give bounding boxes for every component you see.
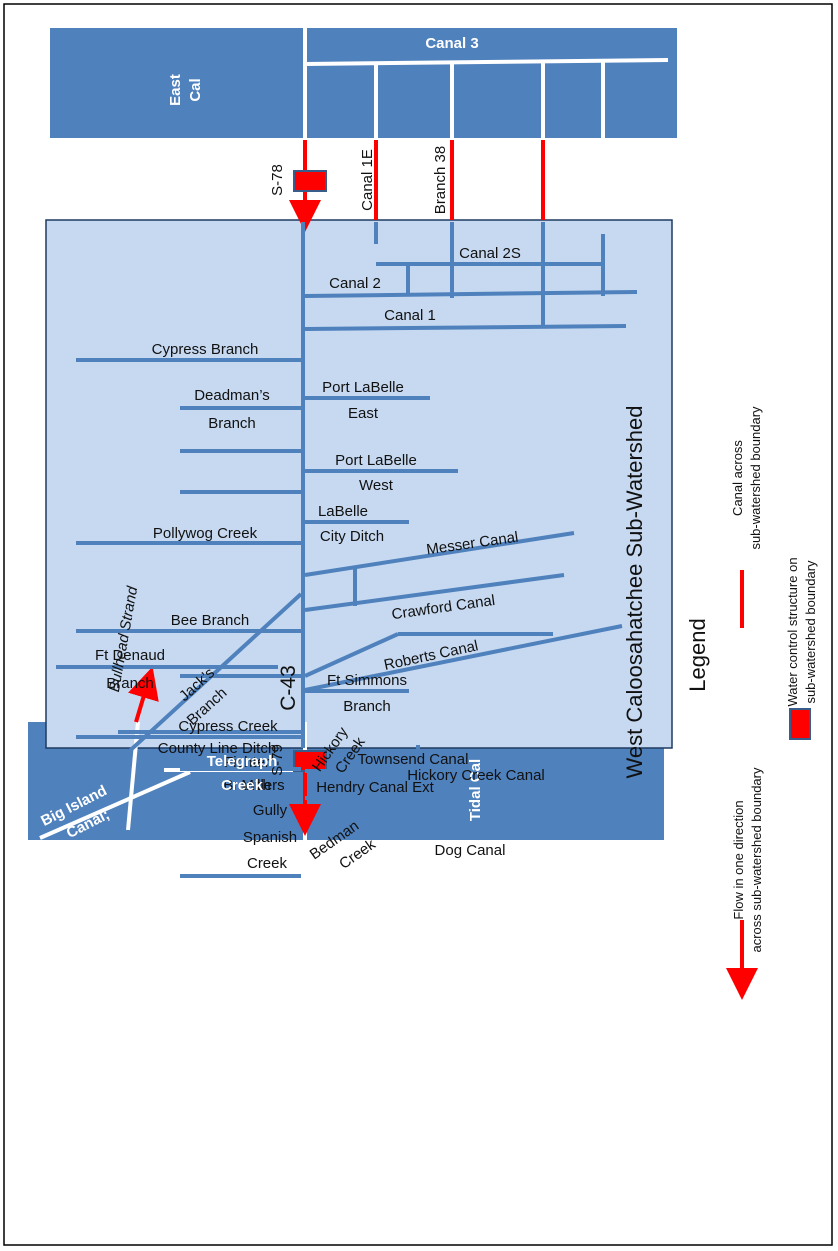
telegraph-creek-label-2: Creek bbox=[221, 777, 263, 794]
s79-label: S-79 bbox=[269, 744, 286, 776]
east-cal-region bbox=[50, 28, 677, 138]
townsend-canal-label: Townsend Canal bbox=[358, 751, 469, 768]
deadmans-branch-label-1: Deadman’s bbox=[194, 387, 270, 404]
legend-flow-text-1: Flow in one direction bbox=[731, 800, 746, 919]
dog-canal-label: Dog Canal bbox=[435, 842, 506, 859]
county-line-ditch-label: County Line Ditch bbox=[158, 740, 276, 757]
cypress-branch-label: Cypress Branch bbox=[152, 341, 259, 358]
port-labelle-west-label-1: Port LaBelle bbox=[335, 452, 417, 469]
branch-38-label: Branch 38 bbox=[432, 146, 449, 214]
legend-structure-text-2: sub-watershed boundary bbox=[803, 560, 818, 704]
legend-structure-swatch bbox=[789, 708, 811, 740]
ft-simmons-label-1: Ft Simmons bbox=[327, 672, 407, 689]
deadmans-branch-label-2: Branch bbox=[208, 415, 256, 432]
labelle-city-ditch-label-2: City Ditch bbox=[320, 528, 384, 545]
watershed-title: West Caloosahatchee Sub-Watershed bbox=[622, 406, 647, 779]
port-labelle-east-label-1: Port LaBelle bbox=[322, 379, 404, 396]
port-labelle-west-label-2: West bbox=[359, 477, 394, 494]
cypress-creek-label: Cypress Creek bbox=[178, 718, 278, 735]
watershed-box bbox=[45, 219, 673, 749]
s78-structure bbox=[293, 170, 327, 192]
hickory-creek-canal-label: Hickory Creek Canal bbox=[407, 767, 545, 784]
spanish-creek-label-1: Spanish bbox=[243, 829, 297, 846]
pollywog-creek-label: Pollywog Creek bbox=[153, 525, 258, 542]
canal-network bbox=[56, 222, 638, 878]
millers-gully-label-1: Millers bbox=[241, 777, 284, 794]
millers-gully-label-2: Gully bbox=[253, 802, 288, 819]
boundary-links bbox=[128, 140, 545, 836]
fichter-label-2: Branch bbox=[223, 777, 271, 794]
port-labelle-east-label-2: East bbox=[348, 405, 379, 422]
s78-label: S-78 bbox=[269, 164, 286, 196]
legend-title: Legend bbox=[685, 618, 710, 691]
canal-3-label: Canal 3 bbox=[425, 35, 478, 52]
canal-network-lower bbox=[180, 632, 553, 678]
legend-flow-text-2: across sub-watershed boundary bbox=[749, 767, 764, 952]
legend-structure-text-1: Water control structure on bbox=[785, 557, 800, 706]
c43-label: C-43 bbox=[277, 665, 300, 711]
spanish-creek-label-2: Creek bbox=[247, 855, 288, 872]
legend-canal-text-2: sub-watershed boundary bbox=[748, 406, 763, 550]
ft-denaud-label-2: Branch bbox=[106, 675, 154, 692]
canal-2-label: Canal 2 bbox=[329, 275, 381, 292]
labelle-city-ditch-label-1: LaBelle bbox=[318, 503, 368, 520]
fichter-label-1: Fichter bbox=[224, 754, 270, 771]
legend-canal-text-1: Canal across bbox=[730, 440, 745, 516]
bee-branch-label: Bee Branch bbox=[171, 612, 249, 629]
canal-1-label: Canal 1 bbox=[384, 307, 436, 324]
canal-2s-label: Canal 2S bbox=[459, 245, 521, 262]
ft-simmons-label-2: Branch bbox=[343, 698, 391, 715]
tidal-cal-label: Tidal Cal bbox=[467, 759, 484, 821]
canal-1e-label: Canal 1E bbox=[359, 149, 376, 211]
east-cal-channels bbox=[303, 28, 669, 138]
ft-denaud-label-1: Ft Denaud bbox=[95, 647, 165, 664]
telegraph-creek-label-1: Telegraph bbox=[207, 753, 278, 770]
hendry-canal-ext-label: Hendry Canal Ext bbox=[316, 779, 434, 796]
